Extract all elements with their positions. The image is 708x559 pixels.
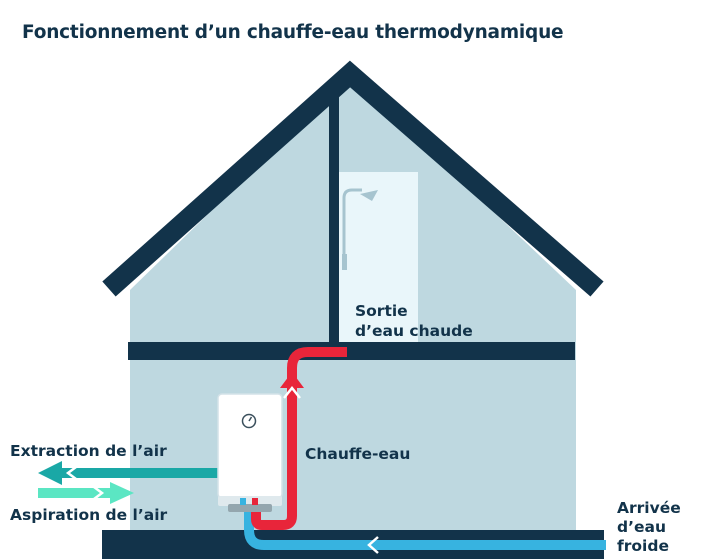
label-cold-water-in: Arrivée d’eau froide (617, 499, 681, 555)
air-intake-arrow (38, 482, 134, 504)
label-water-heater: Chauffe-eau (305, 445, 411, 463)
shower-icon (342, 188, 378, 270)
cold-water-pipe (244, 512, 606, 554)
label-hot-water-out: Sortie d’eau chaude (355, 302, 473, 340)
gauge-icon (241, 413, 257, 429)
label-air-intake: Aspiration de l’air (10, 506, 168, 524)
page-title: Fonctionnement d’un chauffe-eau thermody… (22, 22, 564, 43)
shower-panel (339, 172, 418, 342)
hot-water-pipe (251, 347, 347, 530)
inner-wall (329, 93, 339, 348)
floor-slab (128, 342, 575, 360)
roof-outline (102, 60, 604, 297)
air-extraction-arrow (38, 461, 218, 485)
water-heater-tank (217, 393, 283, 512)
label-air-extraction: Extraction de l’air (10, 442, 167, 460)
